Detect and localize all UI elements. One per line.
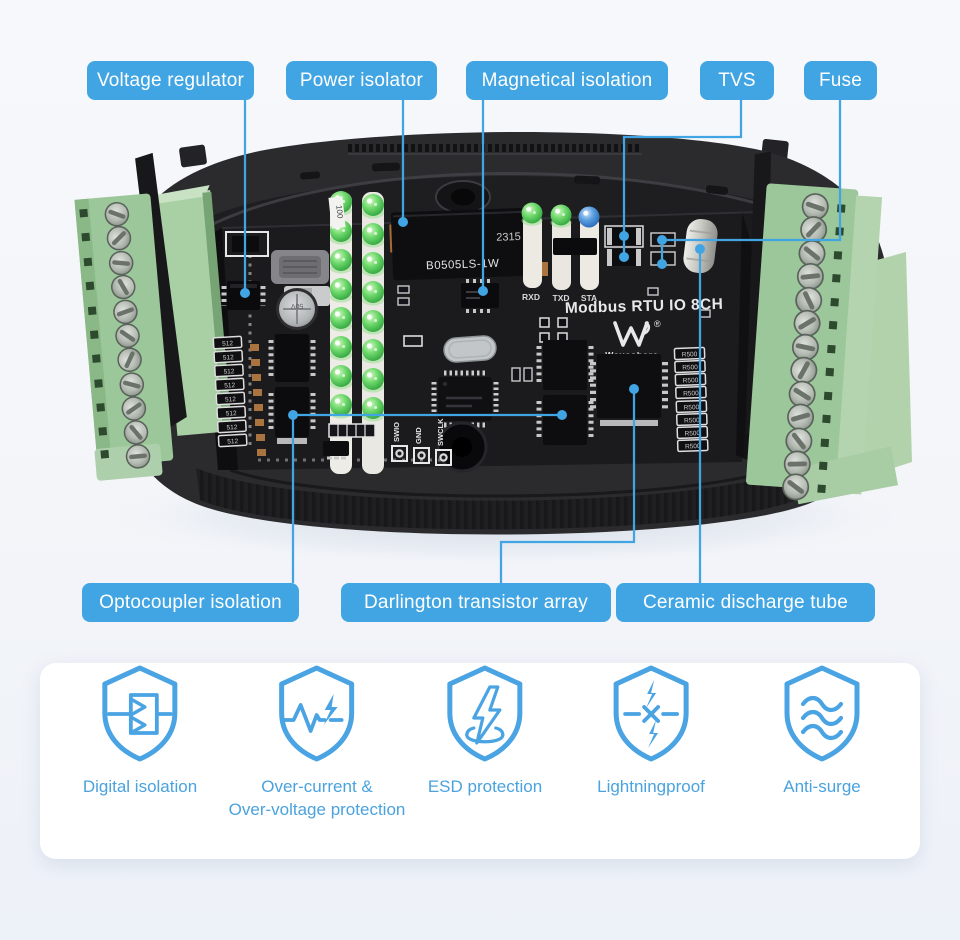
cap-marking: 50V <box>290 302 303 309</box>
swio-label: SWIO <box>392 422 401 442</box>
label-text: Magnetical isolation <box>481 69 653 91</box>
smd-parts <box>397 262 711 382</box>
label-text: Ceramic discharge tube <box>642 591 849 613</box>
rxd-label: RXD <box>522 292 540 302</box>
transformer-code: 2315 <box>496 231 521 244</box>
crystal-oscillator <box>443 335 497 363</box>
gnd-label: GND <box>414 427 423 444</box>
label-text: Power isolator <box>299 69 424 91</box>
callout-line-fuse <box>660 99 842 264</box>
label-text: Fuse <box>818 69 863 91</box>
transformer-model: B0505LS-1W <box>426 258 500 273</box>
jumper-headers <box>539 317 568 343</box>
label-tvs: TVS <box>700 61 774 100</box>
protection-features-card: Digital isolation Over-current & Over-vo… <box>40 663 920 859</box>
label-text: Optocoupler isolation <box>99 591 282 613</box>
label-text: Darlington transistor array <box>364 591 588 613</box>
sot23-transistor <box>323 441 349 460</box>
pin-header <box>553 238 597 255</box>
anti-surge-shield-icon <box>784 665 860 762</box>
board-title: Modbus RTU IO 8CH <box>565 296 724 317</box>
label-fuse: Fuse <box>804 61 877 100</box>
callout-line-optocoupler <box>291 413 562 583</box>
darlington-array-chip <box>590 354 668 426</box>
label-voltage-regulator: Voltage regulator <box>87 61 254 100</box>
txd-label: TXD <box>553 293 570 303</box>
terminal-block-left <box>74 152 233 481</box>
feature-label-line1: Over-current & <box>261 777 373 796</box>
label-darlington-array: Darlington transistor array <box>341 583 611 622</box>
power-isolator-transformer: 2315 B0505LS-1W <box>389 207 534 281</box>
label-ceramic-discharge-tube: Ceramic discharge tube <box>616 583 875 622</box>
digital-isolation-shield-icon <box>102 665 178 762</box>
label-text: TVS <box>718 69 756 91</box>
feature-label: Digital isolation <box>82 777 198 796</box>
feature-label-line2: Over-voltage protection <box>228 800 406 819</box>
label-optocoupler-isolation: Optocoupler isolation <box>82 583 299 622</box>
swclk-label: SWCLK <box>436 418 445 446</box>
electrolytic-capacitor: 50V <box>276 288 318 330</box>
magnetic-isolation-chip <box>461 279 499 313</box>
terminal-wire-holes <box>79 208 110 459</box>
over-current-shield-icon <box>279 665 355 762</box>
feature-esd-protection: ESD protection <box>428 663 542 798</box>
feature-label: Lightningproof <box>597 777 705 796</box>
status-leds: RXD TXD STA <box>521 202 600 303</box>
diode-column-left <box>250 344 266 456</box>
sticker-100: 100 <box>328 196 346 229</box>
case-screw-hole <box>435 180 491 214</box>
sta-label: STA <box>581 293 597 303</box>
label-power-isolator: Power isolator <box>286 61 437 100</box>
callout-dots <box>240 217 705 420</box>
feature-over-current-voltage: Over-current & Over-voltage protection <box>228 663 406 821</box>
svg-text:100: 100 <box>334 205 344 220</box>
feature-anti-surge: Anti-surge <box>776 663 868 798</box>
label-magnetical-isolation: Magnetical isolation <box>466 61 668 100</box>
callout-line-darlington <box>499 389 636 583</box>
feature-lightningproof: Lightningproof <box>597 663 705 798</box>
terminal-wire-holes-right <box>817 204 846 494</box>
label-text: Voltage regulator <box>96 69 245 91</box>
driver-chips <box>536 340 594 445</box>
feature-label: ESD protection <box>427 777 543 796</box>
feature-digital-isolation: Digital isolation <box>83 663 197 798</box>
registered-mark: ® <box>654 319 661 329</box>
channel-led-columns <box>330 191 384 474</box>
lightningproof-shield-icon <box>613 665 689 762</box>
terminal-block-right <box>745 151 899 506</box>
resistor-network <box>328 423 376 438</box>
callout-line-tvs <box>622 99 743 257</box>
debug-pads: SWIO GND SWCLK <box>391 418 452 466</box>
esd-shield-icon <box>447 665 523 762</box>
feature-label: Anti-surge <box>783 777 861 796</box>
